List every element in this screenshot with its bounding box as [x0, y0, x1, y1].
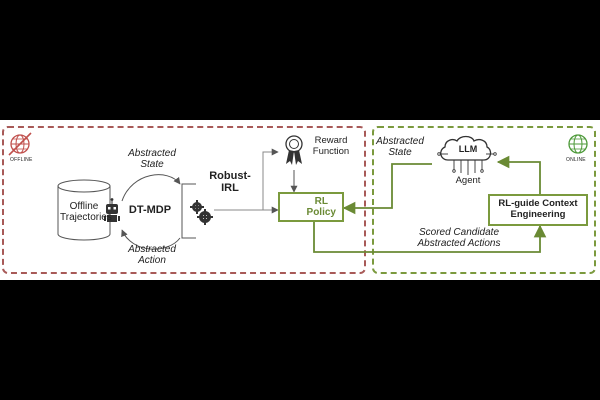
edge-context-to-llm — [496, 155, 541, 194]
online-abstracted-state-label: Abstracted State — [376, 136, 424, 158]
context-engineering-box: RL-guide Context Engineering — [488, 194, 588, 226]
abstracted-action-line-2: Action — [138, 255, 166, 267]
connectors-layer — [8, 132, 588, 253]
brain-circuit-icon — [437, 135, 497, 175]
llm-agent-label: Agent — [455, 175, 481, 186]
rl-policy-line-2: Policy — [306, 207, 336, 218]
online-abstracted-state-line-1: Abstracted — [376, 136, 424, 147]
rl-policy-line-1: RL — [314, 196, 328, 207]
award-ribbon-icon — [285, 135, 303, 165]
abstracted-state-label: Abstracted State — [128, 148, 176, 170]
reward-function-label: Reward Function — [306, 135, 356, 157]
abstracted-action-line-1: Abstracted — [128, 244, 176, 255]
abstracted-state-line-1: Abstracted — [128, 148, 176, 159]
offline-trajectories-label: Offline Trajectories — [60, 201, 112, 223]
arc-abstracted-state — [121, 174, 181, 202]
globe-crossed-icon — [8, 132, 32, 156]
scored-candidates-line-2: Abstracted Actions — [417, 238, 501, 250]
offline-region — [2, 126, 366, 274]
robust-irl-line-2: IRL — [221, 182, 239, 195]
context-engineering-label: RL-guide Context Engineering — [498, 198, 578, 221]
robust-irl-label: Robust- IRL — [208, 170, 252, 195]
online-region — [372, 126, 596, 274]
reward-function-line-1: Reward — [314, 135, 348, 146]
online-abstracted-state-line-2: State — [388, 147, 412, 159]
abstracted-action-label: Abstracted Action — [128, 244, 176, 266]
offline-trajectories-line-2: Trajectories — [60, 212, 112, 224]
arc-abstracted-action — [121, 229, 181, 250]
context-engineering-line-1: RL-guide Context — [498, 198, 578, 210]
dt-mdp-label: DT-MDP — [128, 204, 172, 216]
abstracted-state-line-2: State — [140, 159, 164, 171]
edge-state-to-policy — [342, 163, 432, 215]
reward-function-line-2: Function — [312, 145, 350, 157]
diagram-canvas: OFFLINE ONLINE Offline Trajectories DT-M… — [0, 120, 600, 280]
offline-region-label: OFFLINE — [10, 157, 33, 163]
offline-trajectories-line-1: Offline — [69, 201, 99, 212]
edge-to-reward — [214, 148, 279, 211]
database-icon — [57, 179, 111, 241]
edge-policy-to-context — [313, 222, 547, 253]
scored-candidates-label: Scored Candidate Abstracted Actions — [404, 227, 514, 249]
rl-policy-label: RL Policy — [307, 196, 336, 218]
llm-label: LLM — [458, 144, 478, 154]
context-engineering-line-2: Engineering — [510, 209, 566, 220]
scored-candidates-line-1: Scored Candidate — [418, 227, 500, 238]
globe-icon — [568, 134, 588, 154]
robot-icon — [104, 198, 120, 222]
online-region-label: ONLINE — [566, 157, 586, 163]
gears-icon — [190, 200, 213, 225]
robust-irl-line-1: Robust- — [209, 170, 251, 182]
rl-policy-box: RL Policy — [278, 192, 344, 222]
